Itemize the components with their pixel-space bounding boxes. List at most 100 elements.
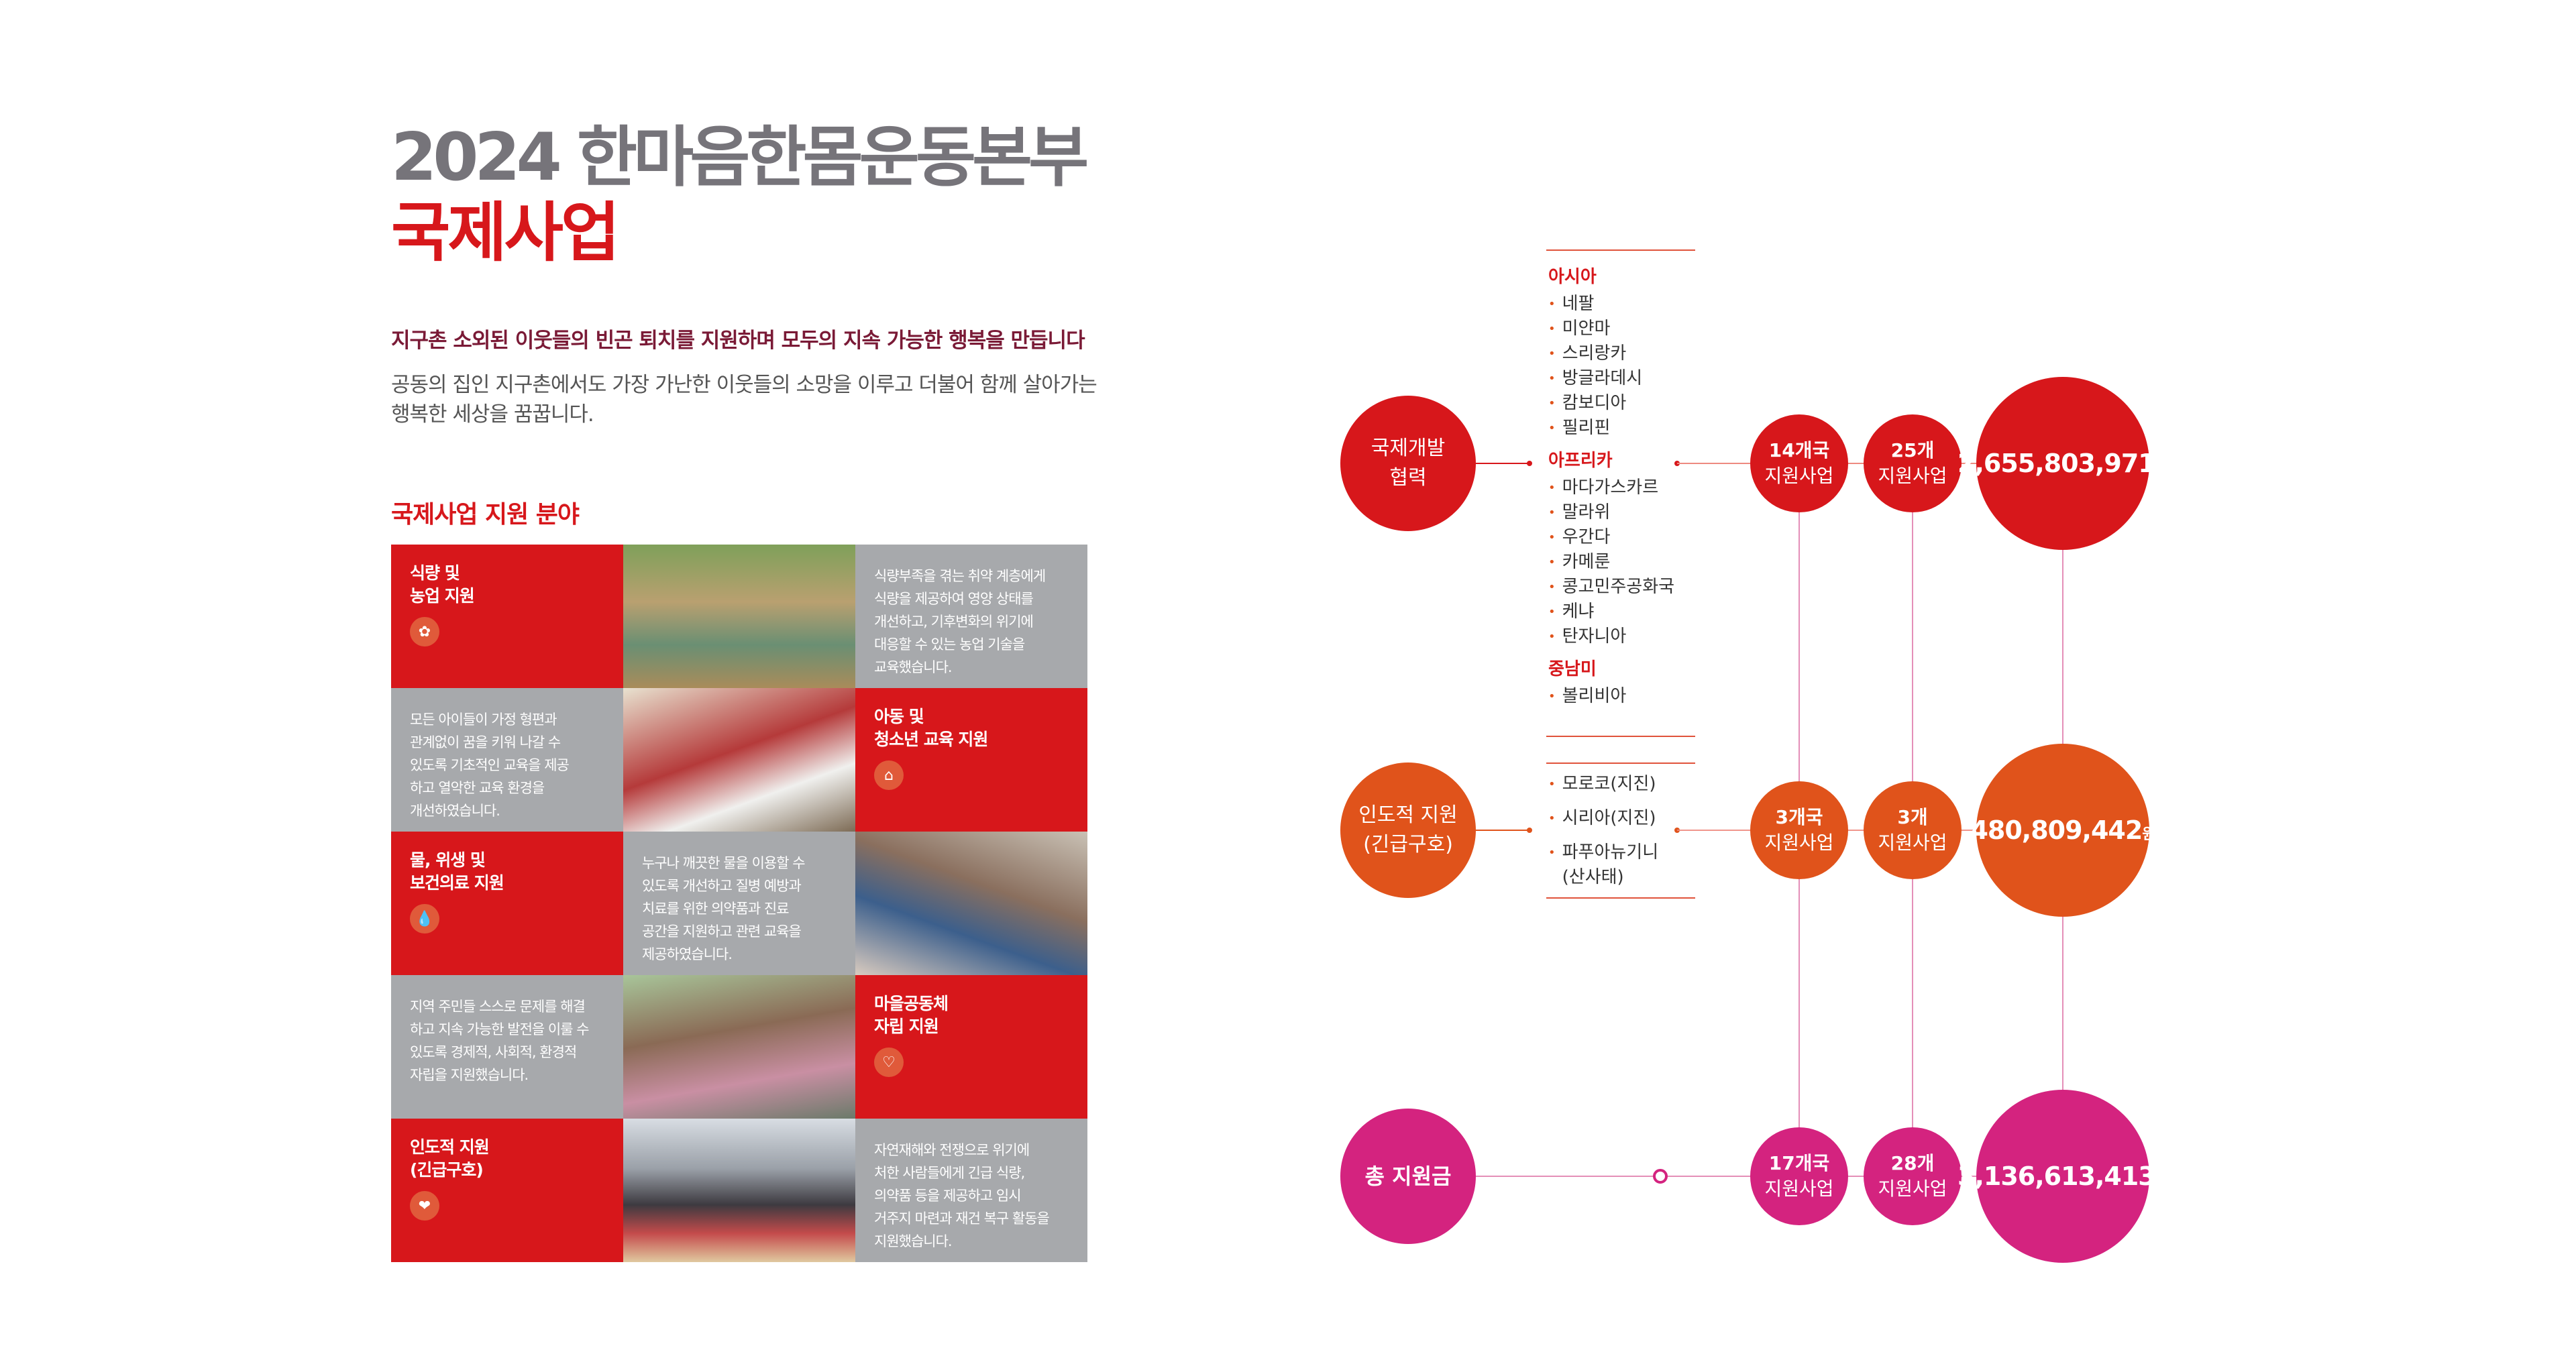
bullet-icon: •: [1548, 505, 1556, 520]
circle-text: 14개국: [1768, 439, 1830, 461]
children-photo: [623, 688, 855, 832]
farmers-threshing-photo: [623, 545, 855, 688]
support-area-label-cell[interactable]: 인도적 지원(긴급구호) ❤: [391, 1119, 623, 1262]
amount-value: 480,809,442원: [1970, 815, 2155, 845]
bullet-icon: •: [1548, 420, 1556, 435]
country-item: •케냐: [1548, 602, 1595, 622]
connector-line: [1476, 830, 1529, 831]
description-line: 대응할 수 있는 농업 기술을: [874, 636, 1025, 653]
circle-text: 지원사업: [1764, 1178, 1834, 1200]
description-line: 자립을 지원했습니다.: [410, 1067, 529, 1083]
circle-text: 지원사업: [1764, 832, 1834, 854]
description-line: 지역 주민들 스스로 문제를 해결: [410, 999, 586, 1015]
country-item: •볼리비아: [1548, 686, 1627, 706]
description-line: 거주지 마련과 재건 복구 활동을: [874, 1210, 1050, 1227]
bullet-icon: •: [1548, 845, 1556, 860]
description-line: 모든 아이들이 가정 형편과: [410, 712, 557, 728]
connector-dot: [1527, 828, 1532, 833]
community-icon: ♡: [874, 1048, 904, 1077]
country-item: •시리아(지진): [1548, 808, 1656, 828]
description-line: 관계없이 꿈을 키워 나갈 수: [410, 734, 561, 750]
description-line: 하고 지속 가능한 발전을 이룰 수: [410, 1021, 590, 1037]
amount-unit: 원: [2155, 1172, 2169, 1189]
section-title: 국제사업 지원 분야: [391, 501, 580, 528]
circle-text: 3개: [1897, 806, 1928, 828]
amount-circle: 480,809,442원: [1970, 744, 2156, 917]
country-item: •말라위: [1548, 502, 1611, 522]
support-area-title-line: 식량 및: [410, 563, 460, 583]
description-line: 제공하였습니다.: [642, 946, 733, 962]
description-line: 개선하고, 기후변화의 위기에: [874, 614, 1034, 630]
amount-circle: 3,136,613,413원: [1957, 1090, 2169, 1263]
description-line: 있도록 개선하고 질병 예방과: [642, 878, 802, 894]
country-item: •캄보디아: [1548, 393, 1627, 413]
country-item: •마다가스카르: [1548, 477, 1659, 498]
bullet-icon: •: [1548, 346, 1556, 361]
support-area-title-line: 보건의료 지원: [410, 873, 504, 893]
circle-text: 25개: [1890, 439, 1935, 461]
hands-heart-icon: ❤: [410, 1191, 439, 1221]
support-area-title-line: 마을공동체: [874, 994, 949, 1013]
circle-text: 인도적 지원: [1358, 803, 1458, 827]
description-line: 자연재해와 전쟁으로 위기에: [874, 1142, 1030, 1158]
bullet-icon: •: [1548, 555, 1556, 569]
support-area-title-line: 아동 및: [874, 707, 924, 726]
connector-dot: [1527, 461, 1532, 466]
circle-text: 지원사업: [1878, 832, 1947, 854]
community-meeting-photo: [623, 975, 855, 1119]
page-title: 2024 한마음한몸운동본부: [391, 119, 1089, 196]
country-item: •(산사태): [1562, 867, 1624, 887]
relief-distribution-photo: [623, 1119, 855, 1262]
description-line: 하고 열악한 교육 환경을: [410, 780, 545, 796]
country-item: •우간다: [1548, 527, 1611, 547]
country-item: •콩고민주공화국: [1548, 577, 1675, 597]
country-item: •탄자니아: [1548, 626, 1627, 646]
bullet-icon: •: [1548, 811, 1556, 826]
description-line: 식량부족을 겪는 취약 계층에게: [874, 568, 1046, 584]
circle-text: 총 지원금: [1364, 1164, 1452, 1189]
bullet-icon: •: [1548, 530, 1556, 545]
description-line: 처한 사람들에게 긴급 식량,: [874, 1165, 1025, 1181]
divider: [1546, 897, 1695, 899]
bullet-icon: •: [1548, 396, 1556, 410]
country-item: •네팔: [1548, 294, 1595, 314]
country-item: •방글라데시: [1548, 368, 1643, 388]
water-drop-icon: 💧: [410, 904, 439, 934]
circle-text: 3개국: [1775, 806, 1823, 828]
connector-line: [1476, 1176, 2012, 1177]
bullet-icon: •: [1548, 689, 1556, 703]
country-item: •미얀마: [1548, 319, 1611, 339]
intro-line: 행복한 세상을 꿈꿉니다.: [391, 402, 594, 427]
humanitarian-aid-circle: 인도적 지원(긴급구호): [1340, 762, 1476, 898]
bullet-icon: •: [1548, 777, 1556, 791]
circle-text: 국제개발: [1371, 437, 1446, 460]
tagline: 지구촌 소외된 이웃들의 빈곤 퇴치를 지원하며 모두의 지속 가능한 행복을 …: [391, 329, 1085, 353]
circle-text: 17개국: [1768, 1152, 1830, 1174]
country-item: •모로코(지진): [1548, 774, 1656, 794]
description-line: 있도록 경제적, 사회적, 환경적: [410, 1044, 577, 1060]
description-line: 치료를 위한 의약품과 진료: [642, 901, 790, 917]
bullet-icon: •: [1548, 321, 1556, 336]
divider: [1546, 762, 1695, 764]
support-area-title: 인도적 지원(긴급구호): [410, 1136, 604, 1182]
amount-value: 2,655,803,971원: [1957, 449, 2169, 478]
